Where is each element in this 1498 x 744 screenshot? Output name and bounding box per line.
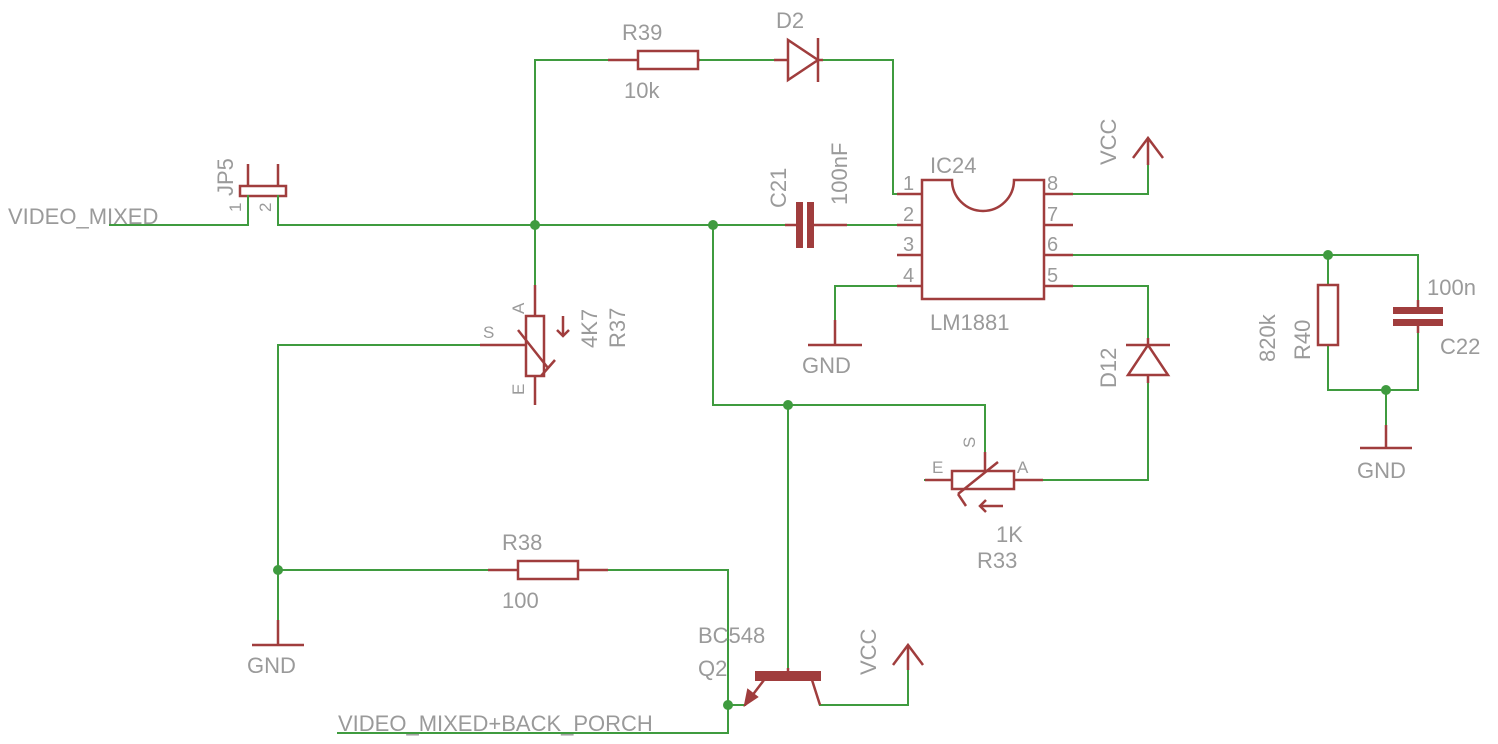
d2-diode[interactable]	[774, 37, 823, 83]
vcc-symbol-ic	[1132, 135, 1164, 165]
vcc-label-ic: VCC	[1096, 118, 1121, 165]
r37-potentiometer[interactable]	[480, 285, 570, 405]
wire-top-left	[534, 59, 609, 226]
r38-value: 100	[502, 588, 539, 613]
wire-ic-pin4-gnd	[834, 285, 898, 346]
vcc-label-q2: VCC	[856, 628, 881, 675]
r38-resistor[interactable]	[488, 559, 608, 581]
wire-r37-wiper	[277, 344, 481, 646]
junction-dot	[273, 565, 283, 575]
junction-dot	[783, 400, 793, 410]
c22-capacitor[interactable]	[1393, 300, 1443, 333]
c21-value: 100nF	[827, 143, 852, 205]
q2-value: BC548	[698, 623, 765, 648]
r37-value: 4K7	[577, 309, 602, 348]
junction-dot	[1323, 250, 1333, 260]
r37-pin-e-label: E	[509, 384, 528, 395]
ic24-pin4-label: 4	[903, 265, 914, 287]
gnd-label-ic: GND	[802, 353, 851, 378]
gnd-label-left: GND	[247, 653, 296, 678]
r37-pin-a-label: A	[509, 302, 528, 314]
vcc-symbol-q2	[892, 642, 924, 670]
gnd-symbol-right	[1360, 425, 1412, 450]
r38-name: R38	[502, 530, 542, 555]
r40-value: 820k	[1255, 313, 1280, 362]
gnd-label-right: GND	[1357, 458, 1406, 483]
r40-resistor[interactable]	[1316, 283, 1340, 347]
r40-name: R40	[1290, 320, 1315, 360]
r33-pin-s-label: S	[960, 437, 979, 448]
wire-d2-ic	[822, 59, 898, 195]
ic24-pin7-label: 7	[1047, 204, 1058, 226]
r39-resistor[interactable]	[608, 49, 700, 71]
r39-value: 10k	[624, 78, 660, 103]
c21-name: C21	[766, 168, 791, 208]
gnd-symbol-ic	[808, 320, 862, 347]
ic24-pin8-label: 8	[1047, 173, 1058, 195]
ic24-name: IC24	[930, 153, 976, 178]
wire-base-net	[712, 224, 986, 453]
jp5-name: JP5	[213, 158, 238, 196]
junction-dot	[530, 220, 540, 230]
q2-name: Q2	[698, 656, 727, 681]
c22-name: C22	[1440, 334, 1480, 359]
jp5-jumper[interactable]	[238, 164, 288, 226]
r33-potentiometer[interactable]	[925, 452, 1043, 513]
r33-pin-e-label: E	[932, 458, 943, 477]
d12-diode[interactable]	[1125, 338, 1171, 383]
ic24-pin2-label: 2	[903, 204, 914, 226]
junction-dot	[723, 700, 733, 710]
r33-value: 1K	[996, 522, 1023, 547]
r33-name: R33	[977, 548, 1017, 573]
junction-dot	[1381, 385, 1391, 395]
r37-name: R37	[605, 308, 630, 348]
ic24-pin1-label: 1	[903, 173, 914, 195]
ic24-pin5-label: 5	[1047, 265, 1058, 287]
c21-capacitor[interactable]	[785, 202, 847, 248]
wire-r38-right	[607, 569, 729, 734]
r37-pin-s-label: S	[483, 323, 494, 342]
wire-r40-bottom	[1327, 332, 1419, 391]
net-label-video-mixed: VIDEO_MIXED	[8, 204, 158, 229]
r39-name: R39	[622, 20, 662, 45]
junction-dot	[708, 220, 718, 230]
ic24-value: LM1881	[930, 310, 1010, 335]
wire-d12-r33	[1042, 382, 1149, 481]
jp5-pin2-label: 2	[256, 203, 275, 212]
ic24-lm1881[interactable]	[897, 178, 1073, 301]
jp5-pin1-label: 1	[226, 203, 245, 212]
gnd-symbol-left	[252, 620, 304, 647]
d2-name: D2	[776, 8, 804, 33]
r33-pin-a-label: A	[1017, 458, 1029, 477]
junctions	[273, 220, 1391, 710]
q2-transistor[interactable]	[743, 668, 822, 708]
wire-pin5-d12	[1072, 285, 1149, 339]
ic24-pin3-label: 3	[903, 234, 914, 256]
d12-name: D12	[1096, 348, 1121, 388]
net-label-video-mixed-back-porch: VIDEO_MIXED+BACK_PORCH	[338, 711, 653, 736]
wire-pin6	[1072, 254, 1419, 301]
c22-value: 100n	[1427, 275, 1476, 300]
ic24-pin6-label: 6	[1047, 234, 1058, 256]
